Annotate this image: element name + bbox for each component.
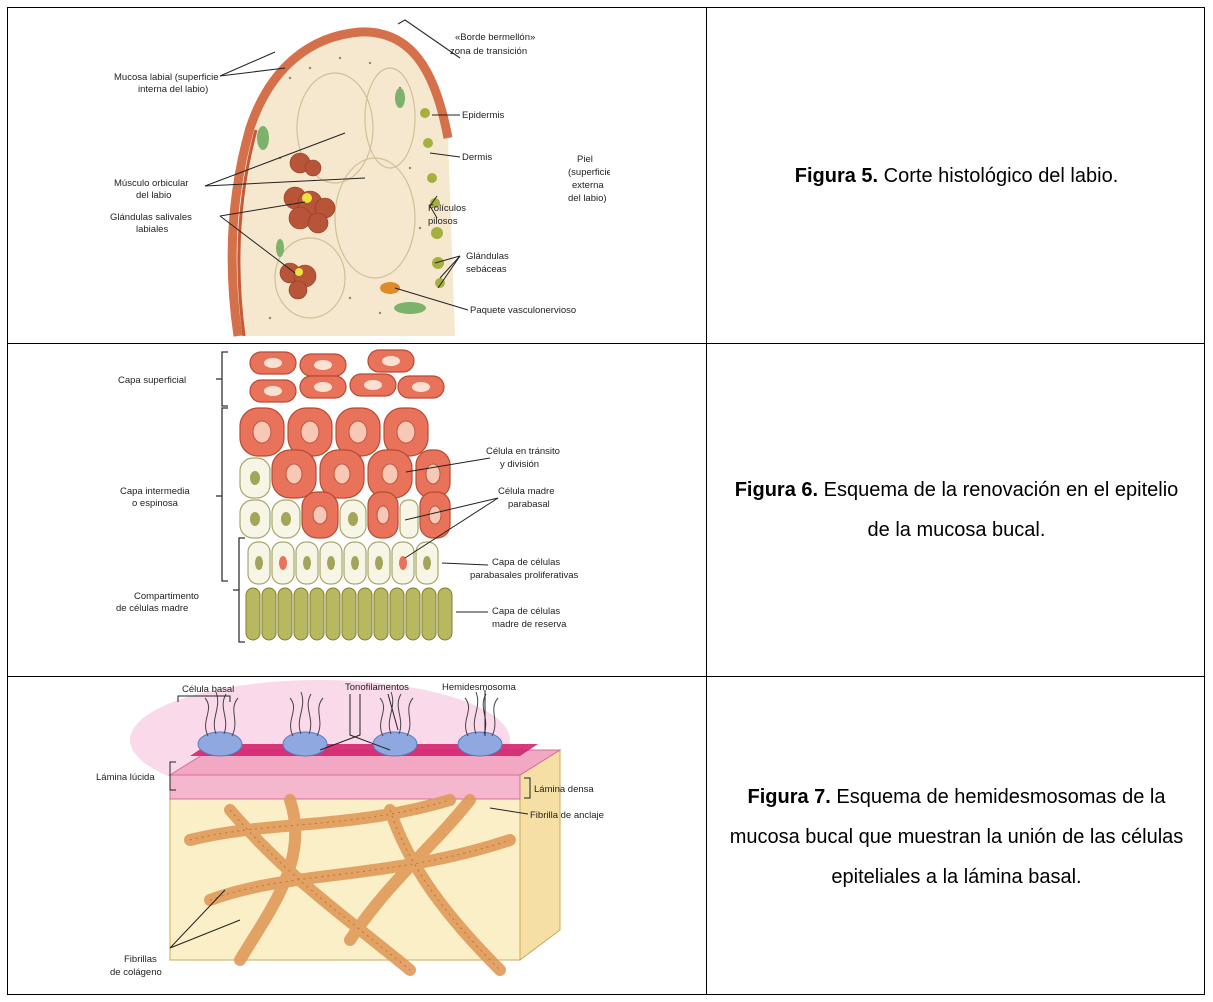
caption-7-bold: Figura 7. xyxy=(748,786,831,808)
label-capa-superficial: Capa superficial xyxy=(118,375,186,386)
label-glandulas-1: Glándulas salivales xyxy=(110,212,192,223)
label-fibrilla-anclaje: Fibrilla de anclaje xyxy=(530,810,604,821)
label-borde-2: zona de transición xyxy=(450,46,527,57)
label-mucosa-2: interna del labio) xyxy=(138,84,208,95)
label-piel-3: externa xyxy=(572,180,604,191)
label-glandulas-2: labiales xyxy=(136,224,168,235)
lip-histology-figure: «Borde bermellón» zona de transición Muc… xyxy=(110,18,610,340)
label-compartimento-2: de células madre xyxy=(116,603,188,614)
label-lamina-densa: Lámina densa xyxy=(534,784,594,795)
label-mucosa-1: Mucosa labial (superficie xyxy=(114,72,219,83)
label-piel-4: del labio) xyxy=(568,193,607,204)
label-reserva-1: Capa de células xyxy=(492,606,560,617)
label-madre-1: Célula madre xyxy=(498,486,555,497)
label-sebaceas-2: sebáceas xyxy=(466,264,507,275)
epithelium-renewal-figure: Capa superficial Capa intermedia o espin… xyxy=(100,346,620,674)
label-transito-2: y división xyxy=(500,459,539,470)
label-musculo-2: del labio xyxy=(136,190,171,201)
label-epidermis: Epidermis xyxy=(462,110,504,121)
caption-6-text: Esquema de la renovación en el epitelio … xyxy=(818,479,1178,541)
caption-figura-5: Figura 5. Corte histológico del labio. xyxy=(708,8,1205,343)
hemidesmosome-figure: Tonofilamentos Hemidesmosoma Célula basa… xyxy=(90,680,630,992)
label-reserva-2: madre de reserva xyxy=(492,619,567,630)
label-hemidesmosoma: Hemidesmosoma xyxy=(442,682,517,693)
caption-figura-6: Figura 6. Esquema de la renovación en el… xyxy=(708,344,1205,676)
label-capa-intermedia-1: Capa intermedia xyxy=(120,486,190,497)
label-capa-intermedia-2: o espinosa xyxy=(132,498,179,509)
label-parabasales-1: Capa de células xyxy=(492,557,560,568)
label-tonofilamentos: Tonofilamentos xyxy=(345,682,409,693)
label-compartimento-1: Compartimento xyxy=(134,591,199,602)
label-musculo-1: Músculo orbicular xyxy=(114,178,188,189)
label-piel-2: (superficie xyxy=(568,167,610,178)
caption-figura-7: Figura 7. Esquema de hemidesmosomas de l… xyxy=(708,678,1205,995)
label-celula-basal: Célula basal xyxy=(182,684,234,695)
label-colageno-1: Fibrillas xyxy=(124,954,157,965)
caption-5-bold: Figura 5. xyxy=(795,165,878,187)
label-foliculos-2: pilosos xyxy=(428,216,458,227)
column-divider xyxy=(706,7,707,995)
caption-5-text: Corte histológico del labio. xyxy=(878,165,1118,187)
row-divider-2 xyxy=(7,676,1205,677)
label-foliculos-1: Folículos xyxy=(428,203,466,214)
label-parabasales-2: parabasales proliferativas xyxy=(470,570,579,581)
label-piel-1: Piel xyxy=(577,154,593,165)
label-colageno-2: de colágeno xyxy=(110,967,162,978)
caption-6-bold: Figura 6. xyxy=(735,479,818,501)
label-dermis: Dermis xyxy=(462,152,492,163)
label-borde-1: «Borde bermellón» xyxy=(455,32,535,43)
label-madre-2: parabasal xyxy=(508,499,550,510)
label-lamina-lucida: Lámina lúcida xyxy=(96,772,155,783)
label-paquete: Paquete vasculonervioso xyxy=(470,305,576,316)
label-transito-1: Célula en tránsito xyxy=(486,446,560,457)
label-sebaceas-1: Glándulas xyxy=(466,251,509,262)
